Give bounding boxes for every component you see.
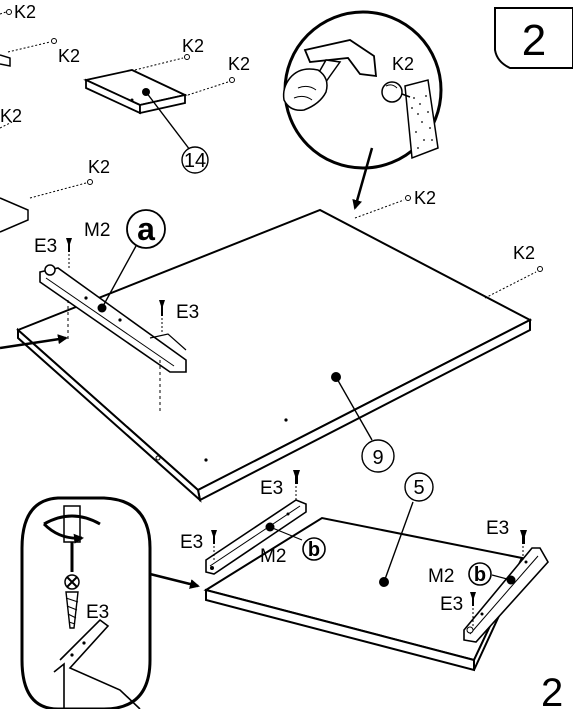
e3-screw-rail-a-right: E3 — [159, 300, 199, 334]
panel-14: 14 — [83, 69, 209, 174]
e3-screw-rail-b-left-top: E3 — [260, 470, 300, 500]
k2-label: K2 — [0, 106, 22, 126]
k2-screw-top-left-2: K2 — [7, 38, 80, 66]
rail-m2b-right: M2 b — [428, 547, 549, 643]
panel-9: 9 — [16, 208, 533, 503]
rail-variant-a: a — [137, 211, 155, 247]
top-left-panel-fragment — [0, 54, 29, 233]
rail-m2-label: M2 — [84, 220, 110, 241]
k2-screw-left-mid: K2 — [0, 106, 22, 129]
k2-label: K2 — [182, 36, 204, 56]
k2-label: K2 — [88, 157, 110, 177]
e3-label: E3 — [34, 236, 57, 257]
arrow-into-panel-9 — [0, 334, 68, 350]
hammer-detail-k2-label: K2 — [392, 54, 414, 74]
e3-screw-rail-a-left: E3 — [34, 236, 72, 270]
e3-label: E3 — [180, 532, 203, 553]
k2-screw-panel14-right: K2 — [187, 54, 250, 96]
e3-label: E3 — [260, 478, 283, 499]
screwdriver-detail-e3-label: E3 — [86, 602, 109, 623]
e3-label: E3 — [176, 302, 199, 323]
rail-variant-b: b — [308, 539, 320, 561]
hammer-detail-callout: K2 — [282, 10, 443, 210]
k2-screw-panel9-right: K2 — [484, 243, 543, 299]
k2-screw-left-lower: K2 — [29, 157, 110, 199]
step-number: 2 — [522, 16, 546, 65]
e3-label: E3 — [440, 594, 463, 615]
rail-m2-label: M2 — [260, 546, 286, 567]
k2-label: K2 — [513, 243, 535, 263]
part-number-14: 14 — [184, 150, 206, 172]
rail-variant-b: b — [474, 564, 486, 586]
k2-label: K2 — [228, 54, 250, 74]
k2-screw-panel9-top: K2 — [354, 188, 436, 219]
screwdriver-detail-callout: E3 — [20, 496, 200, 709]
part-number-5: 5 — [413, 477, 424, 499]
k2-label: K2 — [58, 46, 80, 66]
e3-screw-rail-b-right-top: E3 — [486, 518, 527, 562]
panel-5: 5 — [203, 472, 524, 672]
rail-m2a: a M2 — [39, 209, 187, 412]
part-number-9: 9 — [372, 447, 383, 469]
e3-screw-rail-b-left-side: E3 — [180, 530, 217, 560]
rail-m2-label: M2 — [428, 566, 454, 587]
k2-screw-top-left: K2 — [0, 2, 36, 22]
step-number-box: 2 — [494, 7, 573, 69]
e3-screw-rail-b-right-bottom: E3 — [440, 592, 476, 626]
k2-screw-panel14-left: K2 — [134, 36, 204, 71]
k2-label: K2 — [14, 2, 36, 22]
page-number: 2 — [541, 671, 563, 709]
e3-label: E3 — [486, 518, 509, 539]
k2-label: K2 — [414, 188, 436, 208]
